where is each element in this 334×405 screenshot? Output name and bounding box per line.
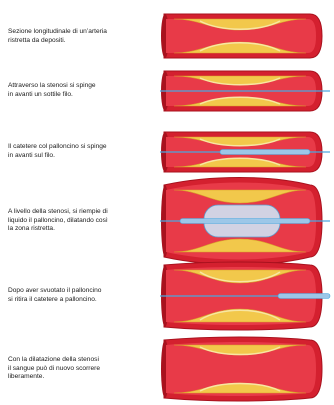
- step-2-caption: Attraverso la stenosi si spinge in avant…: [8, 82, 158, 99]
- step-4-caption: A livello della stenosi, si riempie di l…: [8, 208, 158, 234]
- balloon-catheter: [180, 219, 310, 224]
- restored-artery-illustration: [160, 338, 326, 400]
- balloon-catheter: [278, 294, 330, 299]
- step-5-caption: Dopo aver svuotato il palloncino si riti…: [8, 287, 158, 304]
- step-1-caption: Sezione longitudinale di un’arteria rist…: [8, 28, 158, 45]
- inflated-balloon-illustration: [160, 183, 326, 259]
- step-6-caption: Con la dilatazione della stenosi il sang…: [8, 356, 158, 382]
- artery-with-wire-illustration: [160, 63, 326, 119]
- withdrawn-catheter-illustration: [160, 263, 326, 329]
- balloon-catheter: [220, 150, 310, 155]
- narrowed-artery-illustration: [160, 6, 326, 66]
- step-3-caption: Il catetere col palloncino si spinge in …: [8, 143, 158, 160]
- artery-with-catheter-illustration: [160, 124, 326, 180]
